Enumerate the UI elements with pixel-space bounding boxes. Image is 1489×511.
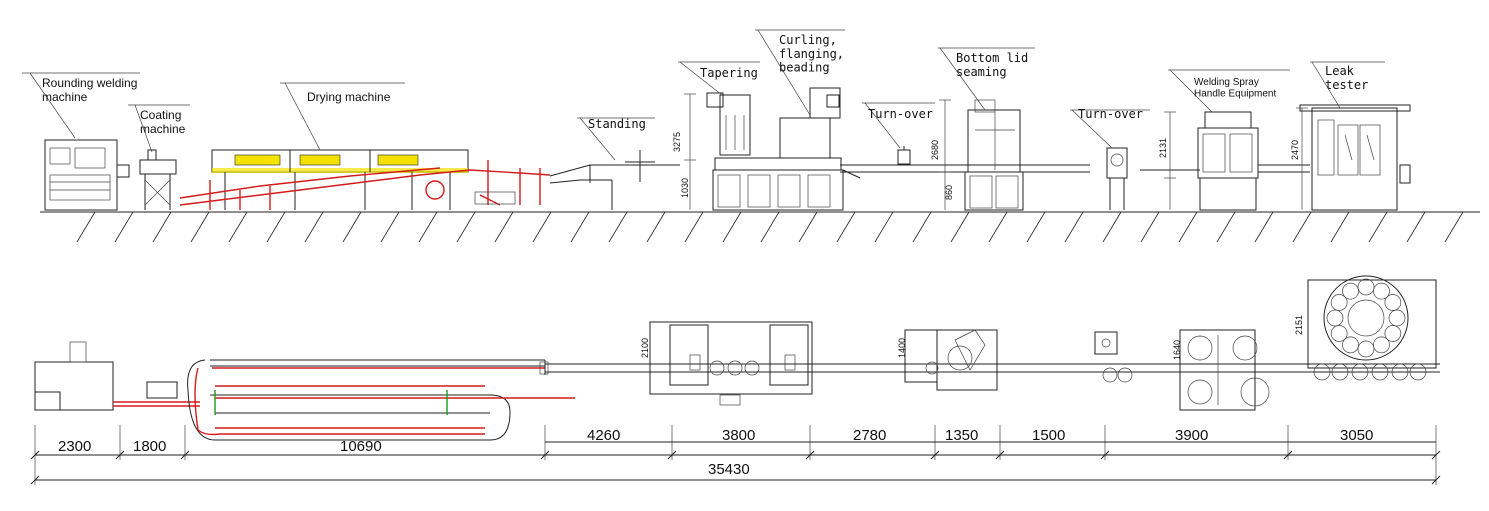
tapering-curling-machine (684, 87, 861, 211)
drying-machine (179, 149, 551, 210)
label-turn-over-2: Turn-over (1078, 107, 1143, 121)
dim-2780: 2780 (853, 427, 886, 444)
dim-2300: 2300 (58, 438, 91, 455)
dim-2151: 2151 (1294, 315, 1304, 335)
dim-total-35430: 35430 (708, 461, 750, 478)
label-tapering: Tapering (700, 66, 758, 80)
standing-conveyor (549, 150, 680, 210)
dim-4260: 4260 (587, 427, 620, 444)
label-curling: Curling,flanging,beading (779, 33, 844, 75)
dim-2131: 2131 (1158, 138, 1168, 158)
dim-1640: 1640 (1172, 340, 1182, 360)
plan-tapering-curling (649, 321, 813, 406)
dim-1500: 1500 (1032, 427, 1065, 444)
leak-tester (1296, 104, 1411, 211)
plan-bottom-lid-seaming (904, 329, 998, 391)
plan-view: 2100 1400 1640 2151 (34, 275, 1440, 441)
ground-hatching (76, 211, 1464, 243)
plan-coating (146, 381, 178, 399)
dim-860: 860 (944, 185, 954, 200)
plan-leak-tester (1307, 275, 1437, 381)
rounding-welding-machine (44, 139, 130, 211)
welding-spray-handle-equipment (1140, 111, 1310, 211)
dim-10690: 10690 (340, 438, 382, 455)
dim-2100: 2100 (640, 338, 650, 358)
bottom-lid-seaming-machine (939, 99, 1024, 211)
plan-rounding-welding (34, 361, 114, 411)
dim-3800: 3800 (722, 427, 755, 444)
dim-2470: 2470 (1290, 140, 1300, 160)
dim-1030: 1030 (680, 178, 690, 198)
plan-welding-spray (1094, 329, 1270, 411)
turn-over-unit-2 (1106, 147, 1128, 210)
dim-3900: 3900 (1175, 427, 1208, 444)
coating-machine (139, 149, 177, 210)
dim-1800: 1800 (133, 438, 166, 455)
plan-dryer-loop (187, 359, 575, 441)
dim-3275: 3275 (672, 132, 682, 152)
dim-2680: 2680 (930, 140, 940, 160)
dimension-chain: 2300 1800 10690 4260 3800 2780 1350 1500… (30, 425, 1441, 485)
label-drying: Drying machine (307, 90, 391, 104)
dim-1350: 1350 (945, 427, 978, 444)
label-standing: Standing (588, 117, 646, 131)
dim-3050: 3050 (1340, 427, 1373, 444)
callout-leaders (22, 29, 1385, 161)
turn-over-unit-1 (897, 146, 911, 165)
dim-1400: 1400 (897, 338, 907, 358)
label-turn-over-1: Turn-over (868, 107, 933, 121)
